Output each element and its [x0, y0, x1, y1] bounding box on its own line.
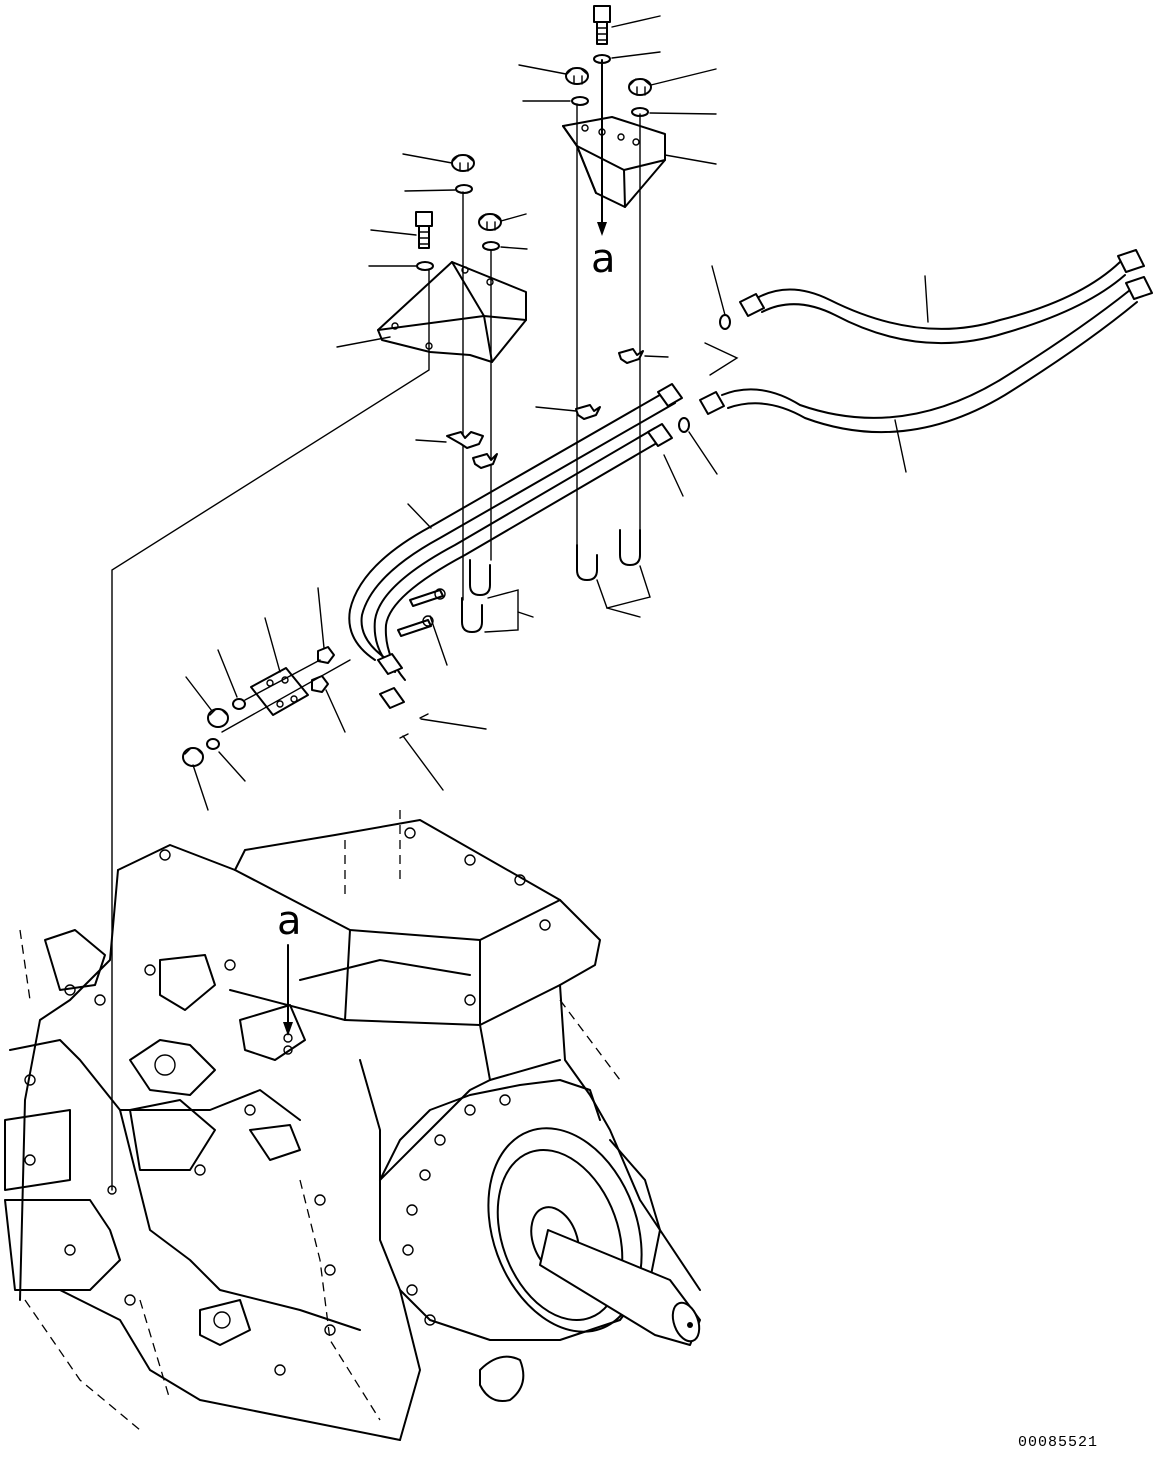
clamps [311, 348, 669, 733]
upper-right-bracket-assembly: a [518, 5, 717, 546]
bracket-upper [562, 116, 666, 208]
clamp-small-1 [317, 646, 335, 664]
bracket-lower [377, 261, 527, 363]
nut-plate-1 [207, 708, 229, 728]
washer-left-1 [455, 184, 473, 194]
washer-plate-2 [206, 738, 220, 750]
nut-plate-2 [182, 747, 204, 767]
tube-fitting-4 [379, 687, 405, 709]
u-bolts [461, 529, 651, 633]
small-bolts [397, 588, 487, 791]
clamp-plate-assembly [182, 617, 351, 811]
hoses [678, 249, 1153, 475]
bolt-top [593, 5, 611, 45]
bolt-left [415, 211, 433, 249]
transmission-housing: a [4, 810, 701, 1441]
o-ring-1 [719, 314, 731, 330]
reference-label-bottom: a [277, 898, 302, 944]
hose-fitting-2 [1117, 249, 1145, 273]
tubes [348, 383, 684, 709]
tube-fitting-3 [377, 653, 403, 675]
hose-fitting-3 [699, 391, 725, 415]
output-shaft [539, 1229, 701, 1346]
hose-fitting-1 [739, 293, 765, 317]
nut-top-right [628, 78, 652, 96]
washer-plate-1 [232, 698, 246, 710]
tube-fitting-2 [647, 423, 673, 447]
upper-left-bracket-assembly [111, 153, 528, 1191]
washer-left-3 [416, 261, 434, 271]
nut-top-left [565, 67, 589, 85]
o-ring-2 [678, 417, 690, 433]
cover-bolts [24, 827, 551, 1376]
nut-left-1 [451, 154, 475, 172]
washer-left [571, 96, 589, 106]
drawing-number: 00085521 [1018, 1434, 1099, 1451]
clamp-plate [250, 667, 309, 716]
hose-fitting-4 [1125, 276, 1153, 300]
reference-label-top: a [591, 236, 616, 282]
tube-fitting-1 [657, 383, 683, 407]
flange-bolts [402, 1094, 511, 1326]
nut-left-2 [478, 213, 502, 231]
washer-left-2 [482, 241, 500, 251]
